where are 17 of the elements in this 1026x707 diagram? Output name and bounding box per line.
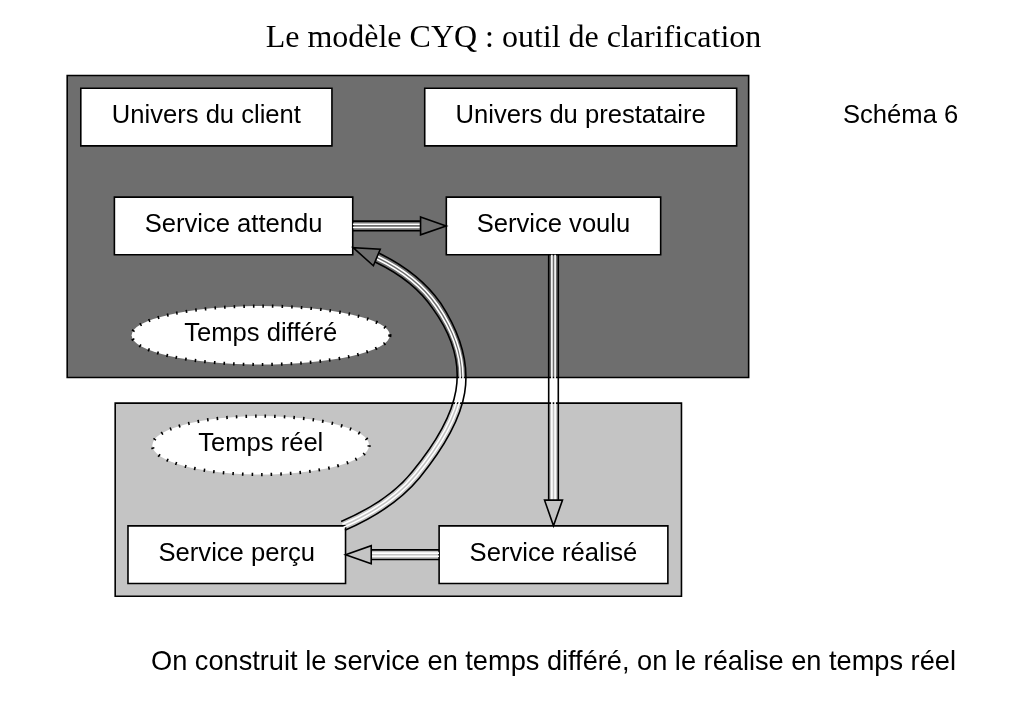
node-ellipse: Temps différé xyxy=(129,304,391,367)
node-box: Service attendu xyxy=(113,196,354,256)
node-box: Univers du prestataire xyxy=(423,87,737,147)
node-box: Service réalisé xyxy=(437,525,669,585)
cluster xyxy=(113,402,682,598)
arrow xyxy=(542,253,564,529)
cluster xyxy=(65,74,749,379)
arrow xyxy=(339,246,467,532)
diagram-title: Le modèle CYQ : outil de clarification xyxy=(265,17,761,54)
arrow xyxy=(351,215,449,236)
label: On construit le service en temps différé, on le réalise en temps réel xyxy=(150,645,956,677)
node-box: Service voulu xyxy=(445,196,661,256)
arrow xyxy=(342,544,440,565)
node-ellipse: Temps réel xyxy=(150,414,371,477)
node-box: Univers du client xyxy=(79,87,333,147)
node-box: Service perçu xyxy=(126,525,346,585)
label: Schéma 6 xyxy=(842,100,958,129)
